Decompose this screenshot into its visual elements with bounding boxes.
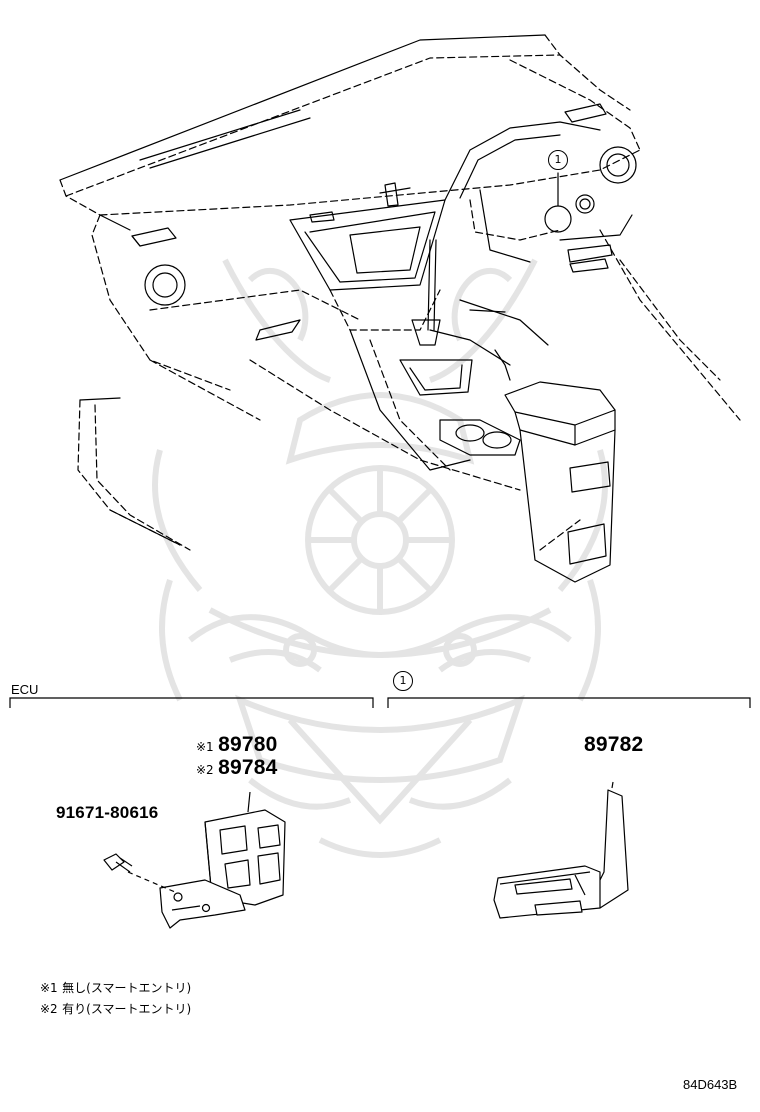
part-number-89782: 89782 [584, 733, 644, 756]
ecu-part [103, 791, 286, 929]
sensor-part [493, 781, 629, 919]
note-1-mark: ※1 [40, 981, 58, 995]
ecu-section-label: ECU [11, 682, 39, 697]
note-mark-2: ※2 [196, 763, 214, 777]
part-number-bolt: 91671-80616 [56, 803, 159, 822]
note-1: ※1 無し(スマートエントリ) [40, 980, 191, 996]
reference-code: 84D643B [683, 1077, 738, 1092]
part-number-89780: 89780 [218, 733, 278, 756]
dashboard-marker: 1 [548, 150, 568, 170]
part-label-89784: ※2 89784 [196, 757, 278, 778]
sensor-bracket [387, 697, 751, 708]
note-mark-1: ※1 [196, 740, 214, 754]
part-label-89780: ※1 89780 [196, 734, 278, 755]
note-2: ※2 有り(スマートエントリ) [40, 1001, 191, 1017]
note-2-mark: ※2 [40, 1002, 58, 1016]
dashboard-illustration [59, 34, 741, 583]
section-brackets [9, 697, 751, 708]
watermark [152, 258, 608, 858]
part-number-89784: 89784 [218, 756, 278, 779]
note-1-text: 無し(スマートエントリ) [62, 981, 192, 995]
section-marker: 1 [393, 671, 413, 691]
ecu-bracket [9, 697, 374, 708]
note-2-text: 有り(スマートエントリ) [62, 1002, 192, 1016]
